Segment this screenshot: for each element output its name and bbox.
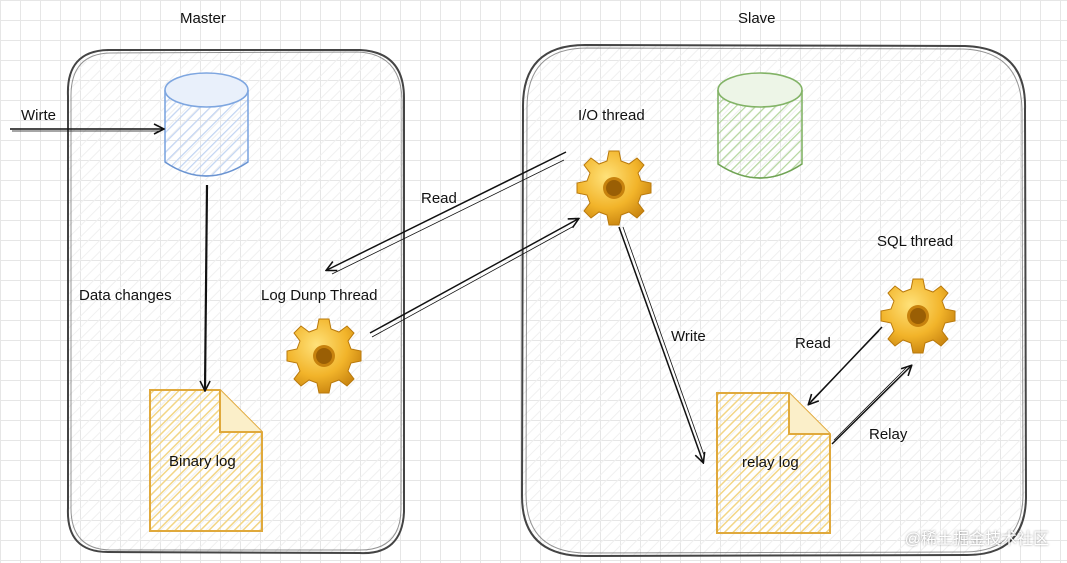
write-in-label: Wirte (21, 107, 56, 124)
watermark: @稀土掘金技术社区 (904, 531, 1049, 548)
arrow-sql-read (809, 326, 883, 404)
read-slave-label: Read (795, 335, 831, 352)
master-title: Master (180, 10, 226, 27)
database-icon (717, 72, 803, 179)
read-master-label: Read (421, 190, 457, 207)
log-dump-thread-label: Log Dunp Thread (261, 287, 378, 304)
arrow-relay (831, 366, 911, 445)
arrow-data-changes (205, 184, 207, 390)
arrow-read-binlog (327, 151, 567, 275)
data-changes-label: Data changes (79, 287, 172, 304)
write-slave-label: Write (671, 328, 706, 345)
io-thread-label: I/O thread (578, 107, 645, 124)
slave-container (520, 43, 1028, 558)
binary-log-label: Binary log (169, 453, 236, 470)
arrow-write-in (10, 129, 163, 131)
relay-label: Relay (869, 426, 908, 443)
database-icon (164, 72, 249, 177)
slave-title: Slave (738, 10, 776, 27)
arrow-write-relay (618, 226, 704, 462)
file-icon (149, 389, 263, 532)
sql-thread-label: SQL thread (877, 233, 954, 250)
gear-icon (286, 318, 362, 394)
gear-icon (880, 278, 956, 354)
file-icon (716, 392, 831, 534)
arrow-dump-to-io (369, 219, 578, 338)
relay-log-label: relay log (742, 454, 799, 471)
gear-icon (576, 150, 652, 226)
